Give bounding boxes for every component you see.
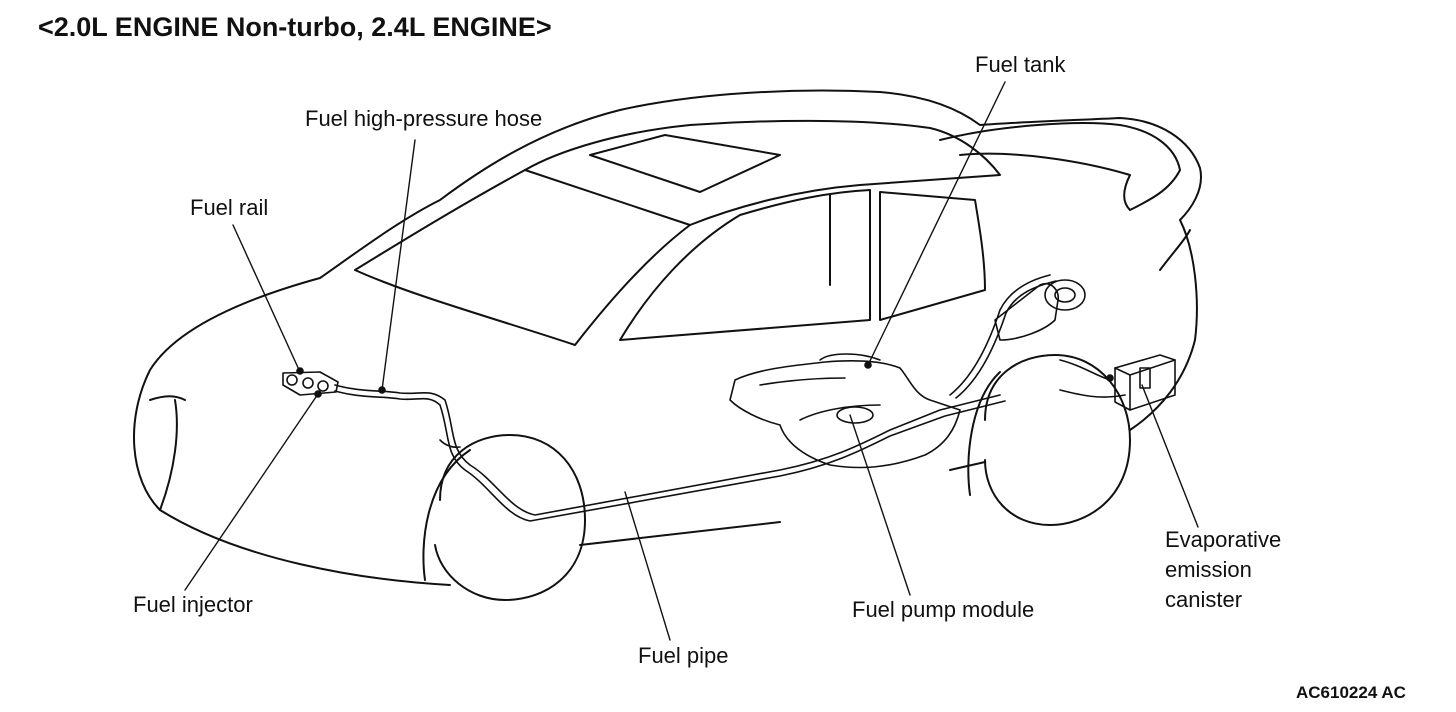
label-fuel-pipe: Fuel pipe	[638, 643, 729, 668]
label-fuel-high-pressure-hose: Fuel high-pressure hose	[305, 106, 543, 131]
label-fuel-pump-module: Fuel pump module	[852, 597, 1035, 622]
label-evap-canister-line-3: canister	[1165, 587, 1243, 612]
diagram-title: <2.0L ENGINE Non-turbo, 2.4L ENGINE>	[38, 12, 552, 42]
label-fuel-tank: Fuel tank	[975, 52, 1066, 77]
label-evap-canister-line-1: Evaporative	[1165, 527, 1282, 552]
label-evap-canister-line-2: emission	[1165, 557, 1252, 582]
label-fuel-injector: Fuel injector	[133, 592, 253, 617]
car-body	[133, 89, 1202, 586]
leader-lines	[184, 81, 1199, 641]
figure-code: AC610224 AC	[1296, 683, 1406, 702]
fuel-filler-neck	[994, 279, 1086, 341]
fuel-tank	[729, 353, 961, 469]
fuel-rail-assembly	[282, 367, 386, 398]
evap-canister	[1106, 354, 1176, 411]
label-fuel-rail: Fuel rail	[190, 195, 269, 220]
wheels	[422, 354, 1131, 601]
